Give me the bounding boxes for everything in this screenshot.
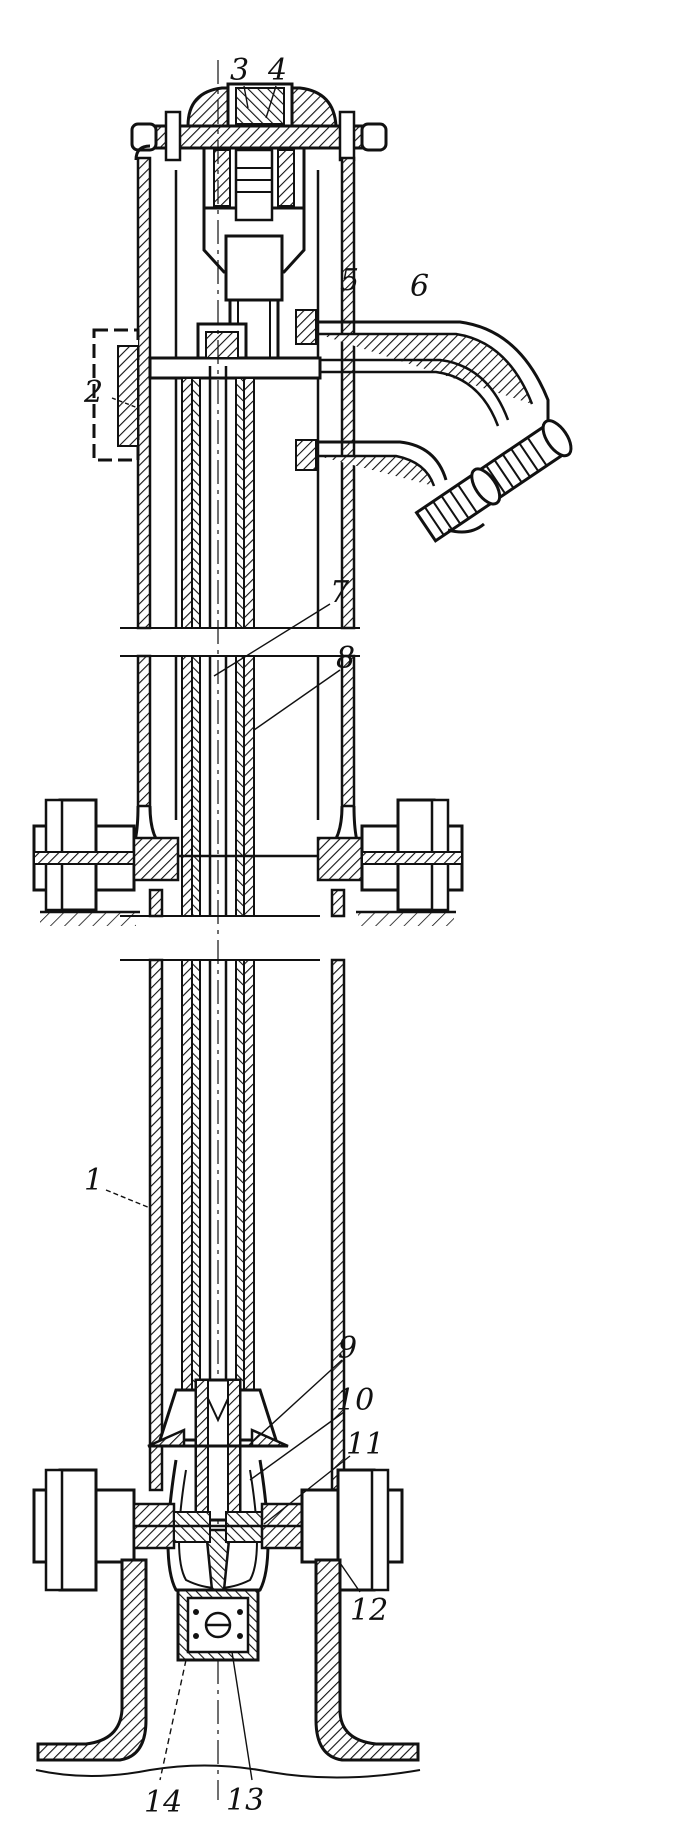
strainer-cup xyxy=(176,1588,260,1662)
bottom-flange-joint xyxy=(32,1468,404,1592)
top-cap-assembly xyxy=(130,82,388,368)
callout-1-5: 5 xyxy=(340,263,359,298)
callout-1-9: 9 xyxy=(338,1331,357,1366)
callout-1-12: 12 xyxy=(350,1593,388,1628)
rod-and-tubes xyxy=(148,60,322,1800)
callout-1-11: 11 xyxy=(346,1427,384,1462)
callout-1-4: 4 xyxy=(267,53,287,88)
callout-1-14: 14 xyxy=(144,1785,182,1820)
callout-1-1: 1 xyxy=(84,1163,103,1198)
callout-1-2: 2 xyxy=(83,375,103,410)
callout-1-10: 10 xyxy=(336,1383,374,1418)
leader-lines xyxy=(105,85,361,1781)
callout-1-3: 3 xyxy=(230,53,249,88)
callout-1-13: 13 xyxy=(226,1783,264,1818)
callout-1-7: 7 xyxy=(330,575,350,610)
middle-flange-joint xyxy=(32,798,464,926)
valve-assembly xyxy=(147,1378,289,1602)
base-stand xyxy=(35,1558,421,1779)
outlet-spout xyxy=(295,309,573,543)
lower-barrel xyxy=(148,888,346,1492)
callout-1-6: 6 xyxy=(410,269,429,304)
callout-1-8: 8 xyxy=(336,641,355,676)
callout-labels: 3 4 5 6 2 7 8 1 9 10 11 12 13 14 xyxy=(83,53,429,1820)
